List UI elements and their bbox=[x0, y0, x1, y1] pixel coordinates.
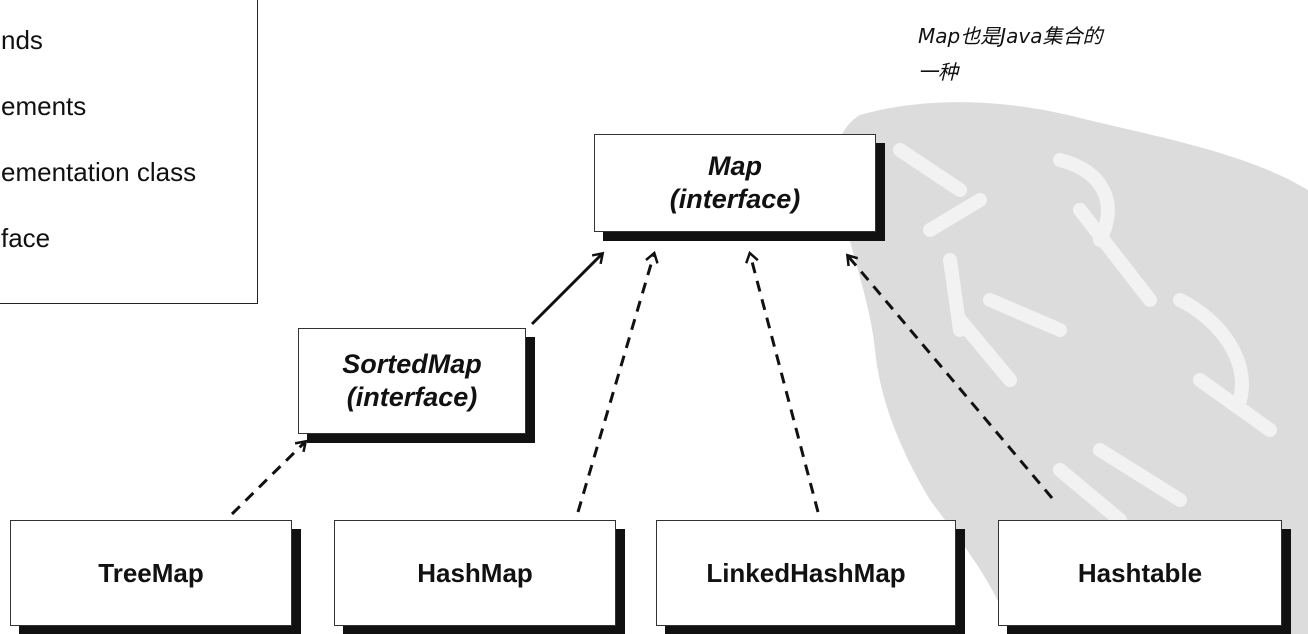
legend-item-implements: ements bbox=[1, 91, 87, 121]
map-node-name: Map bbox=[708, 151, 762, 181]
hashtable-node-name: Hashtable bbox=[1077, 557, 1203, 588]
linkedhashmap-node-name: LinkedHashMap bbox=[706, 557, 906, 588]
arrow-linkedhashmap-to-map bbox=[750, 254, 820, 513]
sortedmap-node-name: SortedMap bbox=[342, 349, 482, 379]
arrow-treemap-to-sortedmap bbox=[230, 442, 305, 516]
legend-item-implementation-class: ementation class bbox=[1, 157, 197, 187]
legend-item-extends: nds bbox=[1, 25, 43, 55]
hashmap-node-name: HashMap bbox=[417, 557, 533, 588]
handwritten-note: Map也是Java集合的 一种 bbox=[918, 18, 1218, 90]
arrow-hashmap-to-map bbox=[576, 254, 654, 513]
note-line-2: 一种 bbox=[918, 60, 958, 84]
arrow-sortedmap-to-map bbox=[530, 254, 602, 326]
linkedhashmap-class-node: LinkedHashMap bbox=[656, 520, 956, 626]
hashmap-class-node: HashMap bbox=[334, 520, 616, 626]
arrow-hashtable-to-map bbox=[848, 256, 1054, 499]
note-line-1: Map也是Java集合的 bbox=[918, 24, 1103, 48]
map-interface-node: Map (interface) bbox=[594, 134, 876, 232]
hashtable-class-node: Hashtable bbox=[998, 520, 1282, 626]
map-node-kind: (interface) bbox=[669, 184, 801, 214]
sortedmap-interface-node: SortedMap (interface) bbox=[298, 328, 526, 434]
legend-box: nds ements ementation class face bbox=[0, 0, 258, 304]
sortedmap-node-kind: (interface) bbox=[346, 382, 478, 412]
treemap-class-node: TreeMap bbox=[10, 520, 292, 626]
treemap-node-name: TreeMap bbox=[98, 557, 204, 588]
legend-item-interface: face bbox=[1, 223, 51, 253]
